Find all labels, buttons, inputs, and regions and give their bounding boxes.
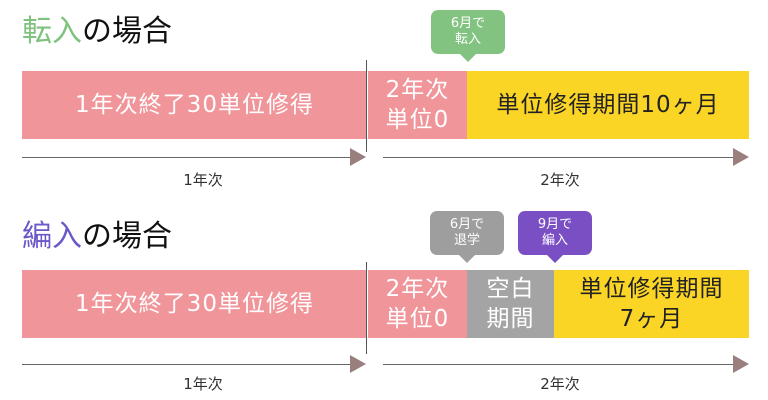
year2-credit-segment: 2年次 単位0 [368,270,467,338]
timeline-label-year1: 1年次 [183,171,223,189]
title-rest: の場合 [82,14,172,49]
year1-segment: 1年次終了30単位修得 [22,71,367,139]
section-title-tennyu: 転入の場合 [22,14,172,50]
callout-june-tennyu: 6月で 転入 [431,10,505,62]
callout-line-1: 9月で [537,217,573,232]
section-title-hennyu: 編入の場合 [22,219,172,255]
year1-label: 1年次終了30単位修得 [75,92,314,118]
year1-label: 1年次終了30単位修得 [75,291,314,317]
study-period-label: 単位修得期間10ヶ月 [496,92,720,118]
year2-line-1: 2年次 [385,77,450,103]
title-keyword: 転入 [22,14,82,49]
callout-line-2: 編入 [541,233,568,248]
blank-period-segment: 空白 期間 [467,270,554,338]
timeline-line-year2 [383,157,735,158]
callout-line-1: 6月で [450,16,486,31]
year1-segment: 1年次終了30単位修得 [22,270,367,338]
callout-line-1: 6月で [449,217,485,232]
year2-line-2: 単位0 [385,107,450,133]
timeline-label-year2: 2年次 [540,171,580,189]
timeline-arrow-icon [350,148,366,166]
study-period-line-2: 7ヶ月 [619,306,684,332]
timeline-arrow-icon [733,148,749,166]
title-keyword: 編入 [22,219,82,254]
timeline-line-year1 [22,364,354,365]
study-period-segment: 単位修得期間 7ヶ月 [554,270,749,338]
callout-september-transfer: 9月で 編入 [518,211,592,263]
year-divider [366,262,367,354]
callout-june-withdraw: 6月で 退学 [430,211,504,263]
blank-line-1: 空白 [486,276,535,302]
timeline-line-year1 [22,157,354,158]
year2-line-1: 2年次 [385,276,450,302]
timeline-arrow-icon [733,355,749,373]
callout-line-2: 転入 [454,32,481,47]
study-period-line-1: 単位修得期間 [579,276,724,302]
year-divider [366,60,367,152]
timeline-label-year1: 1年次 [183,375,223,393]
blank-line-2: 期間 [486,306,535,332]
study-period-segment: 単位修得期間10ヶ月 [467,71,749,139]
year2-credit-segment: 2年次 単位0 [368,71,467,139]
timeline-label-year2: 2年次 [540,375,580,393]
title-rest: の場合 [82,219,172,254]
timeline-arrow-icon [350,355,366,373]
callout-line-2: 退学 [453,233,480,248]
timeline-line-year2 [383,364,735,365]
year2-line-2: 単位0 [385,306,450,332]
